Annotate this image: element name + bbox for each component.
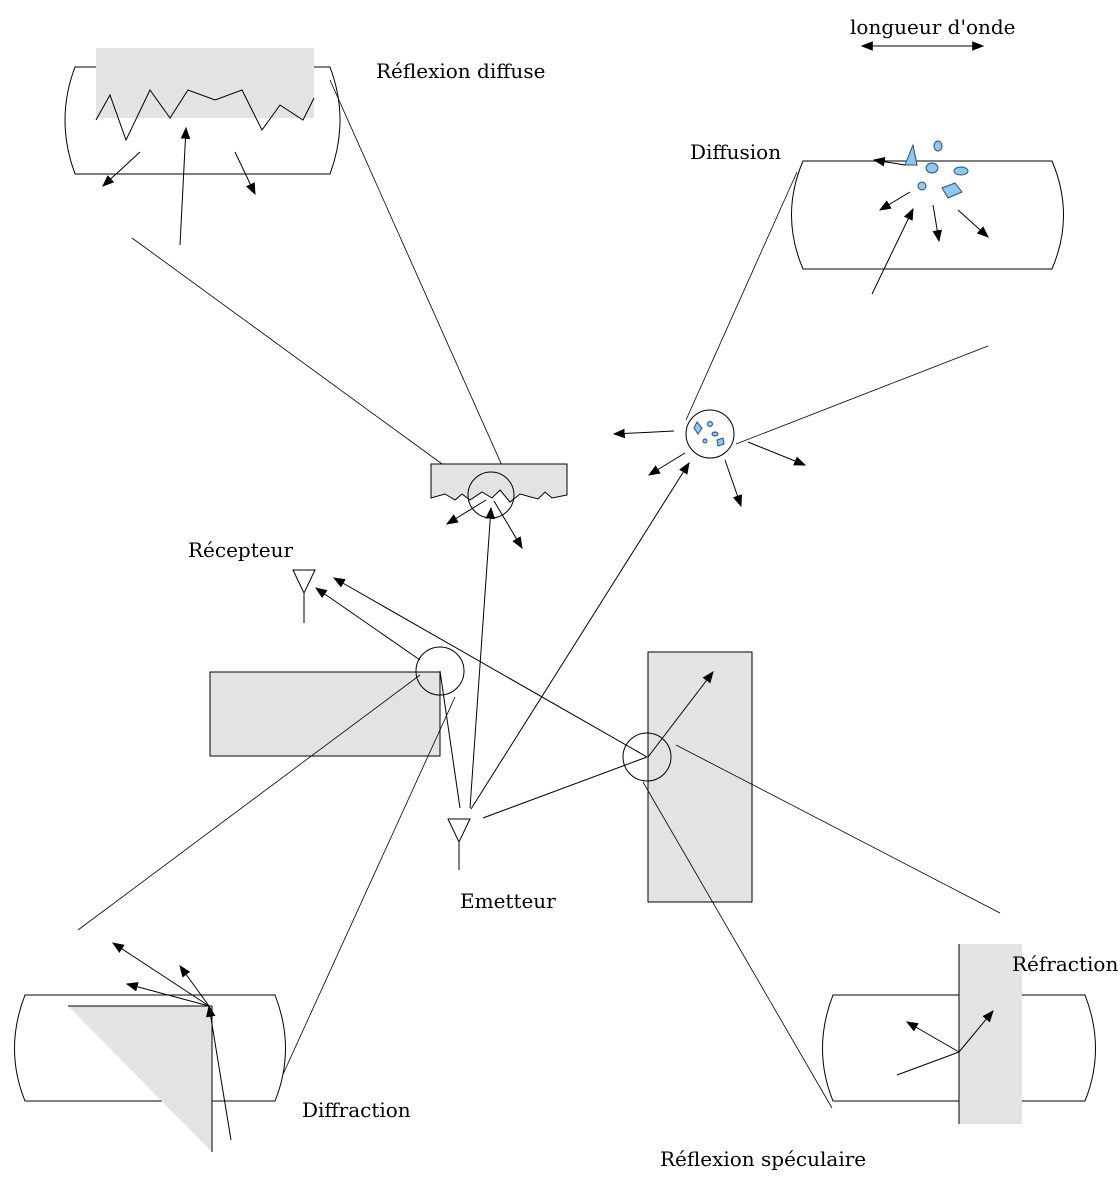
particle — [933, 140, 943, 152]
particle — [904, 143, 918, 166]
projection-line — [675, 744, 1001, 914]
ray-to-scatterer — [470, 461, 690, 810]
scattered-ray — [647, 452, 686, 476]
ray-to-building — [482, 756, 648, 819]
building-block — [647, 651, 753, 903]
zoom-circle — [622, 732, 672, 782]
receiver-antenna-icon — [292, 569, 316, 595]
scattered-ray — [612, 428, 675, 439]
diffraction-inset: Diffraction — [14, 942, 411, 1152]
diffracted-ray — [125, 982, 210, 1007]
scattered-ray — [747, 441, 807, 466]
particle — [693, 421, 703, 435]
particle — [711, 431, 719, 437]
reflection-obstacle — [622, 651, 753, 903]
particle — [716, 437, 725, 447]
wavelength-indicator: longueur d'onde — [850, 15, 1016, 51]
incident-ray — [206, 1004, 232, 1141]
incident-ray — [896, 1051, 960, 1076]
incident-ray — [179, 126, 191, 246]
rough-surface-area — [96, 48, 314, 118]
diffraction-obstacle — [209, 646, 465, 757]
scattered-ray — [724, 459, 742, 508]
diffraction-label: Diffraction — [302, 1098, 411, 1122]
projection-line — [131, 237, 476, 489]
rough-wall — [430, 463, 568, 550]
scattering-label: Diffusion — [690, 140, 781, 164]
scattered-ray — [932, 204, 942, 243]
reflected-ray — [905, 1021, 960, 1053]
diffracted-ray-to-receiver — [315, 587, 421, 661]
wavelength-label: longueur d'onde — [850, 15, 1016, 39]
wedge-obstacle — [68, 1006, 212, 1152]
refraction-inset: Réfraction — [822, 944, 1118, 1124]
reflected-ray — [445, 499, 487, 525]
diffracted-ray — [179, 965, 210, 1007]
particle — [702, 438, 708, 444]
ray-to-corner — [439, 670, 461, 809]
transmitter: Emetteur — [447, 818, 556, 913]
refracted-ray — [647, 671, 714, 758]
particle — [941, 182, 963, 199]
projection-line — [685, 171, 798, 421]
refracted-ray — [958, 1010, 994, 1053]
ray-to-rough-wall — [469, 506, 496, 809]
transmitter-label: Emetteur — [460, 889, 556, 913]
zoom-circle — [685, 409, 735, 459]
receiver-label: Récepteur — [188, 538, 293, 562]
scattered-ray — [102, 151, 141, 187]
zoom-circle — [415, 646, 465, 696]
refraction-label: Réfraction — [1012, 952, 1118, 976]
diffuse-reflection-label: Réflexion diffuse — [376, 59, 545, 83]
scattering-point — [612, 409, 807, 508]
transmitter-antenna-icon — [447, 818, 471, 844]
diffracted-ray — [111, 942, 210, 1007]
building-block — [209, 671, 441, 757]
particle — [953, 166, 969, 176]
scattered-ray — [878, 191, 911, 211]
projection-line — [642, 781, 833, 1109]
particle — [917, 181, 927, 191]
scattering-inset: Diffusion — [690, 140, 1064, 295]
inset-lens-outline — [791, 160, 1064, 270]
rough-surface-profile — [95, 89, 315, 142]
diffuse-reflection-inset: Réflexion diffuse — [64, 48, 545, 246]
rough-wall-shape — [430, 463, 568, 503]
scattered-ray — [234, 151, 256, 196]
reflected-ray-to-receiver — [332, 577, 648, 758]
particle — [707, 421, 713, 427]
receiver: Récepteur — [188, 538, 316, 623]
projection-line — [77, 674, 421, 931]
specular-reflection-label: Réflexion spéculaire — [660, 1147, 866, 1171]
projection-line — [278, 696, 456, 1084]
projection-line — [329, 79, 513, 489]
reflected-ray — [493, 500, 523, 550]
incident-ray — [871, 207, 914, 295]
scattered-ray — [872, 156, 906, 167]
projection-line — [735, 345, 989, 445]
refracting-medium — [959, 944, 1022, 1124]
scattered-ray — [957, 209, 989, 238]
particle — [925, 162, 939, 174]
